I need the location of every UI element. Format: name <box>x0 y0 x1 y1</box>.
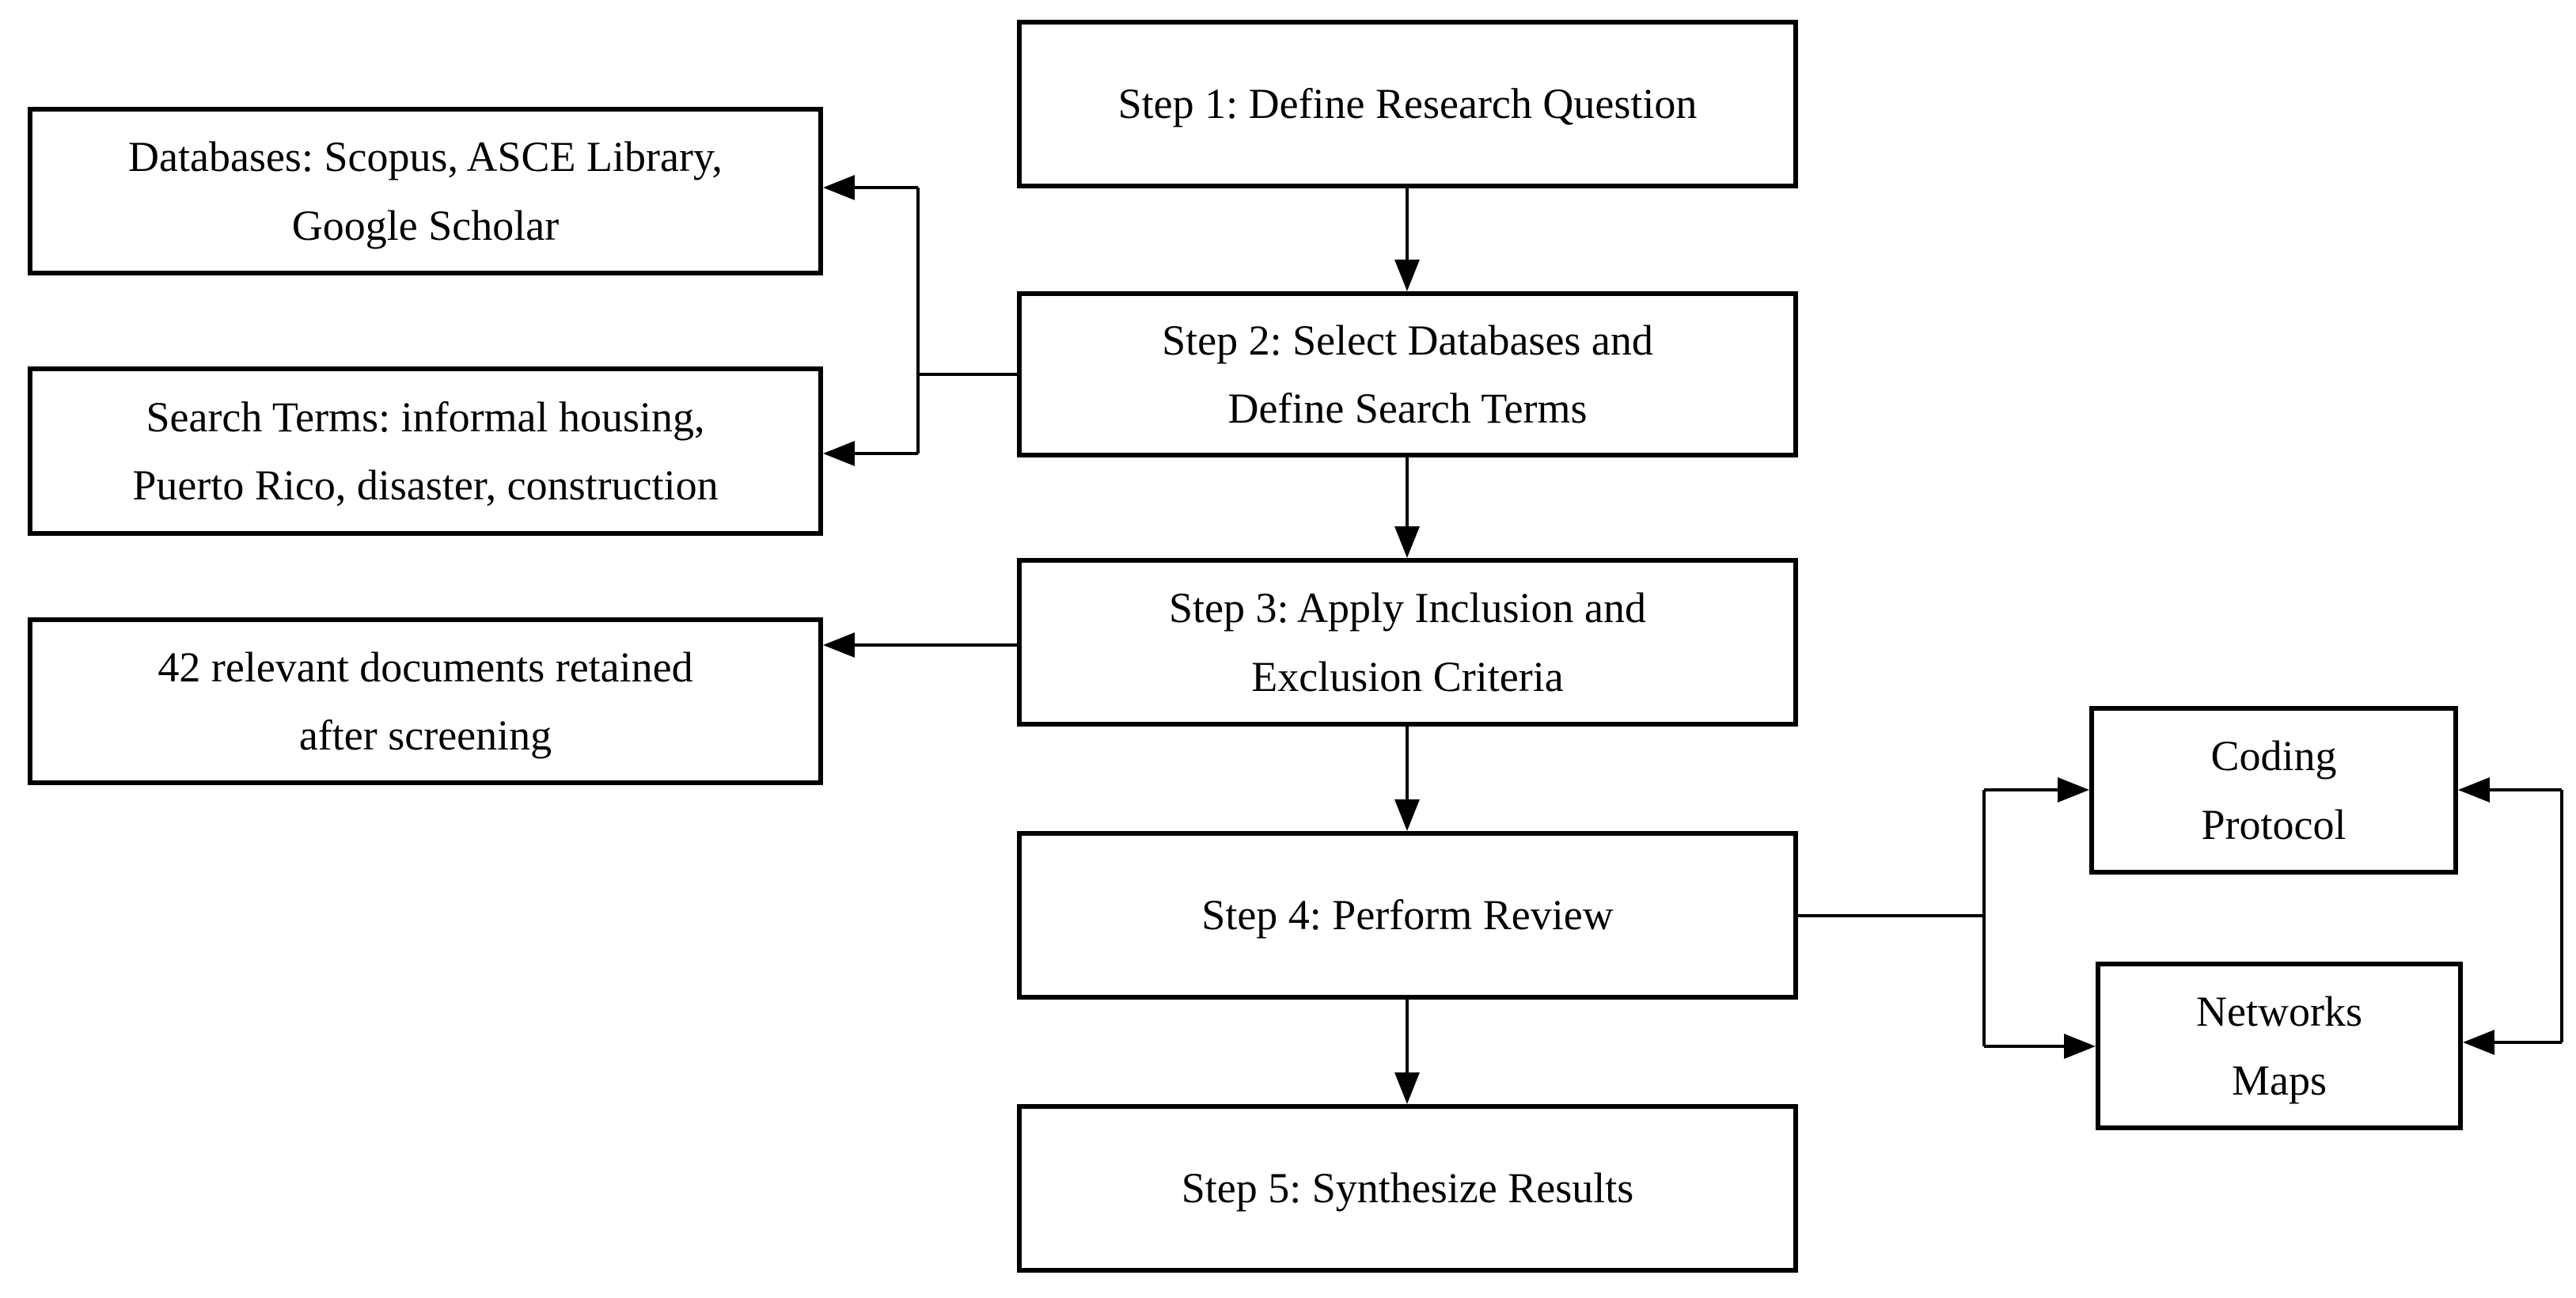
connector-right-feedback-loop <box>2458 777 2563 1055</box>
step-1-label: Step 1: Define Research Question <box>1117 80 1698 128</box>
step-4-box: Step 4: Perform Review <box>1017 831 1798 1000</box>
step-3-label: Step 3: Apply Inclusion and Exclusion Cr… <box>1169 584 1646 700</box>
arrow-step1-to-step2 <box>1394 188 1420 291</box>
databases-note-box: Databases: Scopus, ASCE Library, Google … <box>28 107 823 275</box>
networks-maps-label: Networks Maps <box>2196 988 2362 1104</box>
step-1-box: Step 1: Define Research Question <box>1017 20 1798 188</box>
search-terms-note-label: Search Terms: informal housing, Puerto R… <box>132 393 719 509</box>
coding-protocol-label: Coding Protocol <box>2201 732 2346 848</box>
step-3-box: Step 3: Apply Inclusion and Exclusion Cr… <box>1017 558 1798 727</box>
step-4-label: Step 4: Perform Review <box>1201 891 1614 939</box>
step-5-box: Step 5: Synthesize Results <box>1017 1104 1798 1273</box>
arrow-step4-to-step5 <box>1394 1000 1420 1104</box>
screening-result-note-box: 42 relevant documents retained after scr… <box>28 617 823 785</box>
arrow-step3-to-step4 <box>1394 727 1420 831</box>
networks-maps-box: Networks Maps <box>2096 962 2463 1130</box>
arrow-step3-to-screening-note <box>823 632 1017 658</box>
search-terms-note-box: Search Terms: informal housing, Puerto R… <box>28 366 823 536</box>
step-5-label: Step 5: Synthesize Results <box>1181 1164 1634 1213</box>
screening-result-note-label: 42 relevant documents retained after scr… <box>157 643 693 759</box>
connector-step4-to-right-notes <box>1798 777 2096 1059</box>
arrow-step2-to-step3 <box>1394 457 1420 558</box>
coding-protocol-box: Coding Protocol <box>2089 706 2458 875</box>
step-2-label: Step 2: Select Databases and Define Sear… <box>1162 316 1653 432</box>
databases-note-label: Databases: Scopus, ASCE Library, Google … <box>128 133 723 249</box>
step-2-box: Step 2: Select Databases and Define Sear… <box>1017 291 1798 457</box>
connector-step2-to-left-notes <box>823 175 1017 466</box>
